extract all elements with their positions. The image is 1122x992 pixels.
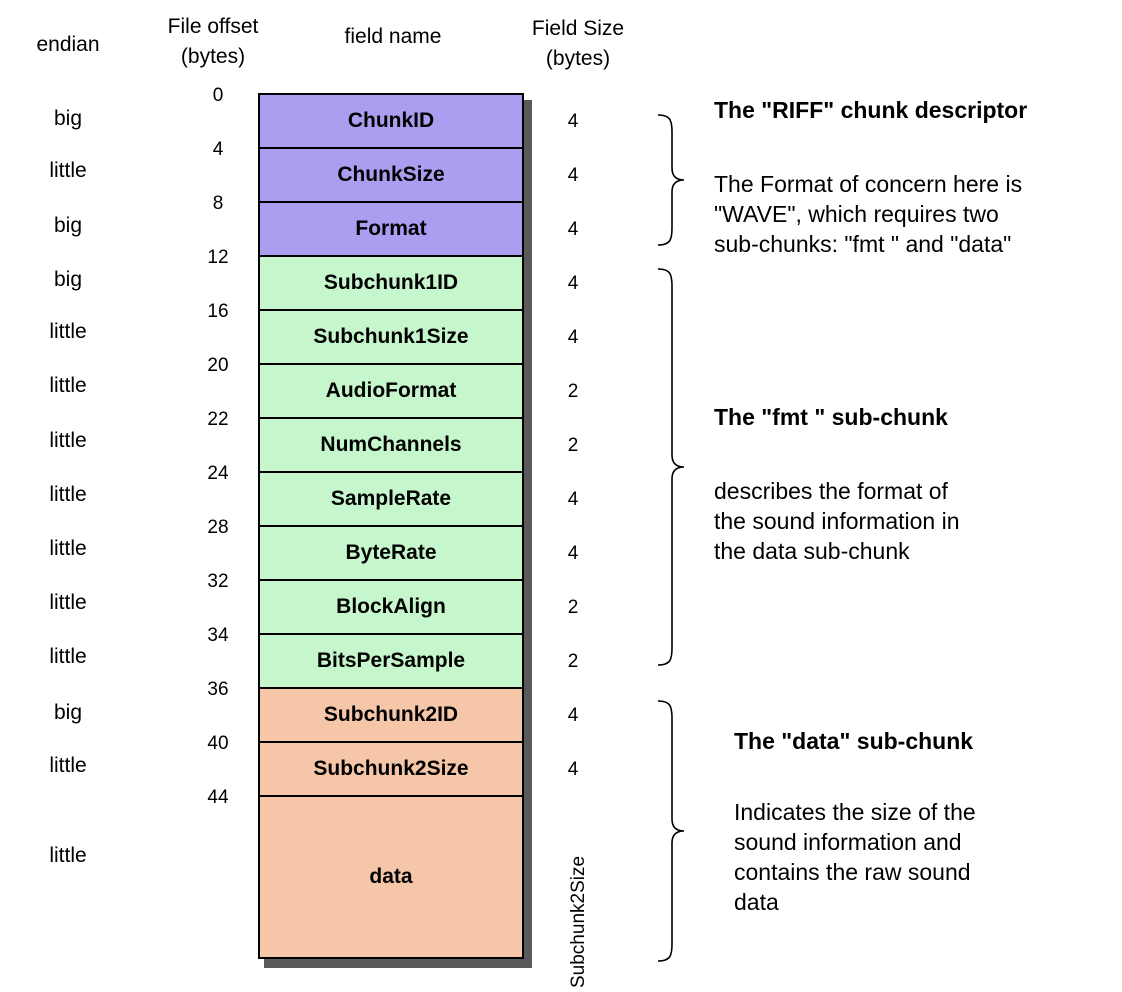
offset-label: 22 [207,409,229,430]
data-desc-line: data [734,889,779,915]
file-offset-header-line2: (bytes) [180,45,246,68]
field-num-channels: NumChannels [258,417,524,473]
field-byte-rate: ByteRate [258,525,524,581]
data-section-title: The "data" sub-chunk [734,728,974,754]
field-subchunk1-size: Subchunk1Size [258,309,524,365]
data-desc-line: contains the raw sound [734,859,971,885]
field-size-label: 4 [567,219,579,240]
offset-label: 12 [207,247,229,268]
riff-section-title: The "RIFF" chunk descriptor [714,97,1028,123]
field-name-header: field name [344,25,442,48]
data-desc-line: sound information and [734,829,962,855]
offset-label: 28 [207,517,229,538]
field-data: data [258,795,524,959]
offset-label: 8 [212,193,224,214]
offset-label: 24 [207,463,229,484]
field-subchunk2-id: Subchunk2ID [258,687,524,743]
fmt-desc-line: describes the format of [714,478,948,504]
offset-label: 34 [207,625,229,646]
offset-label: 16 [207,301,229,322]
field-block-align: BlockAlign [258,579,524,635]
field-subchunk1-id: Subchunk1ID [258,255,524,311]
offset-label: 40 [207,733,229,754]
data-field-size-label: Subchunk2Size [568,855,589,988]
endian-label: big [53,214,83,237]
field-size-label: 4 [567,759,579,780]
field-sample-rate: SampleRate [258,471,524,527]
fmt-desc-line: the data sub-chunk [714,538,910,564]
riff-desc-line: The Format of concern here is [714,171,1023,197]
endian-label: little [49,429,87,452]
riff-brace-icon [657,114,685,246]
endian-label: little [49,591,87,614]
field-size-label: 4 [567,543,579,564]
field-format: Format [258,201,524,257]
file-offset-header: File offset (bytes) [148,12,278,72]
riff-section-description: The Format of concern here is "WAVE", wh… [714,169,1022,259]
field-chunk-size: ChunkSize [258,147,524,203]
field-size-label: 2 [567,381,579,402]
offset-label: 44 [207,787,229,808]
endian-label: big [53,268,83,291]
field-bits-per-sample: BitsPerSample [258,633,524,689]
field-size-label: 4 [567,273,579,294]
endian-label: little [49,537,87,560]
field-audio-format: AudioFormat [258,363,524,419]
field-size-label: 4 [567,327,579,348]
field-size-label: 4 [567,165,579,186]
data-section-description: Indicates the size of the sound informat… [734,797,976,917]
field-size-label: 4 [567,489,579,510]
fmt-brace-icon [657,268,685,666]
field-size-header-line2: (bytes) [545,47,611,70]
field-size-label: 2 [567,651,579,672]
field-size-label: 4 [567,705,579,726]
offset-label: 0 [212,85,224,106]
data-desc-line: Indicates the size of the [734,799,976,825]
fmt-section-title: The "fmt " sub-chunk [714,404,948,430]
endian-label: little [49,483,87,506]
file-offset-header-line1: File offset [167,15,259,38]
field-size-header-line1: Field Size [531,17,625,40]
endian-label: big [53,701,83,724]
endian-label: little [49,374,87,397]
endian-header: endian [36,33,100,56]
riff-desc-line: "WAVE", which requires two [714,201,999,227]
field-size-label: 2 [567,435,579,456]
offset-label: 20 [207,355,229,376]
endian-label: little [49,159,87,182]
riff-desc-line: sub-chunks: "fmt " and "data" [714,231,1012,257]
endian-label: big [53,107,83,130]
offset-label: 32 [207,571,229,592]
offset-label: 36 [207,679,229,700]
fmt-desc-line: the sound information in [714,508,960,534]
offset-label: 4 [212,139,224,160]
endian-label: little [49,645,87,668]
data-brace-icon [657,700,685,962]
endian-label: little [49,320,87,343]
field-subchunk2-size: Subchunk2Size [258,741,524,797]
field-size-header: Field Size (bytes) [508,14,648,74]
endian-label: little [49,844,87,867]
field-size-label: 2 [567,597,579,618]
fmt-section-description: describes the format of the sound inform… [714,476,960,566]
field-size-label: 4 [567,111,579,132]
endian-label: little [49,754,87,777]
field-chunk-id: ChunkID [258,93,524,149]
